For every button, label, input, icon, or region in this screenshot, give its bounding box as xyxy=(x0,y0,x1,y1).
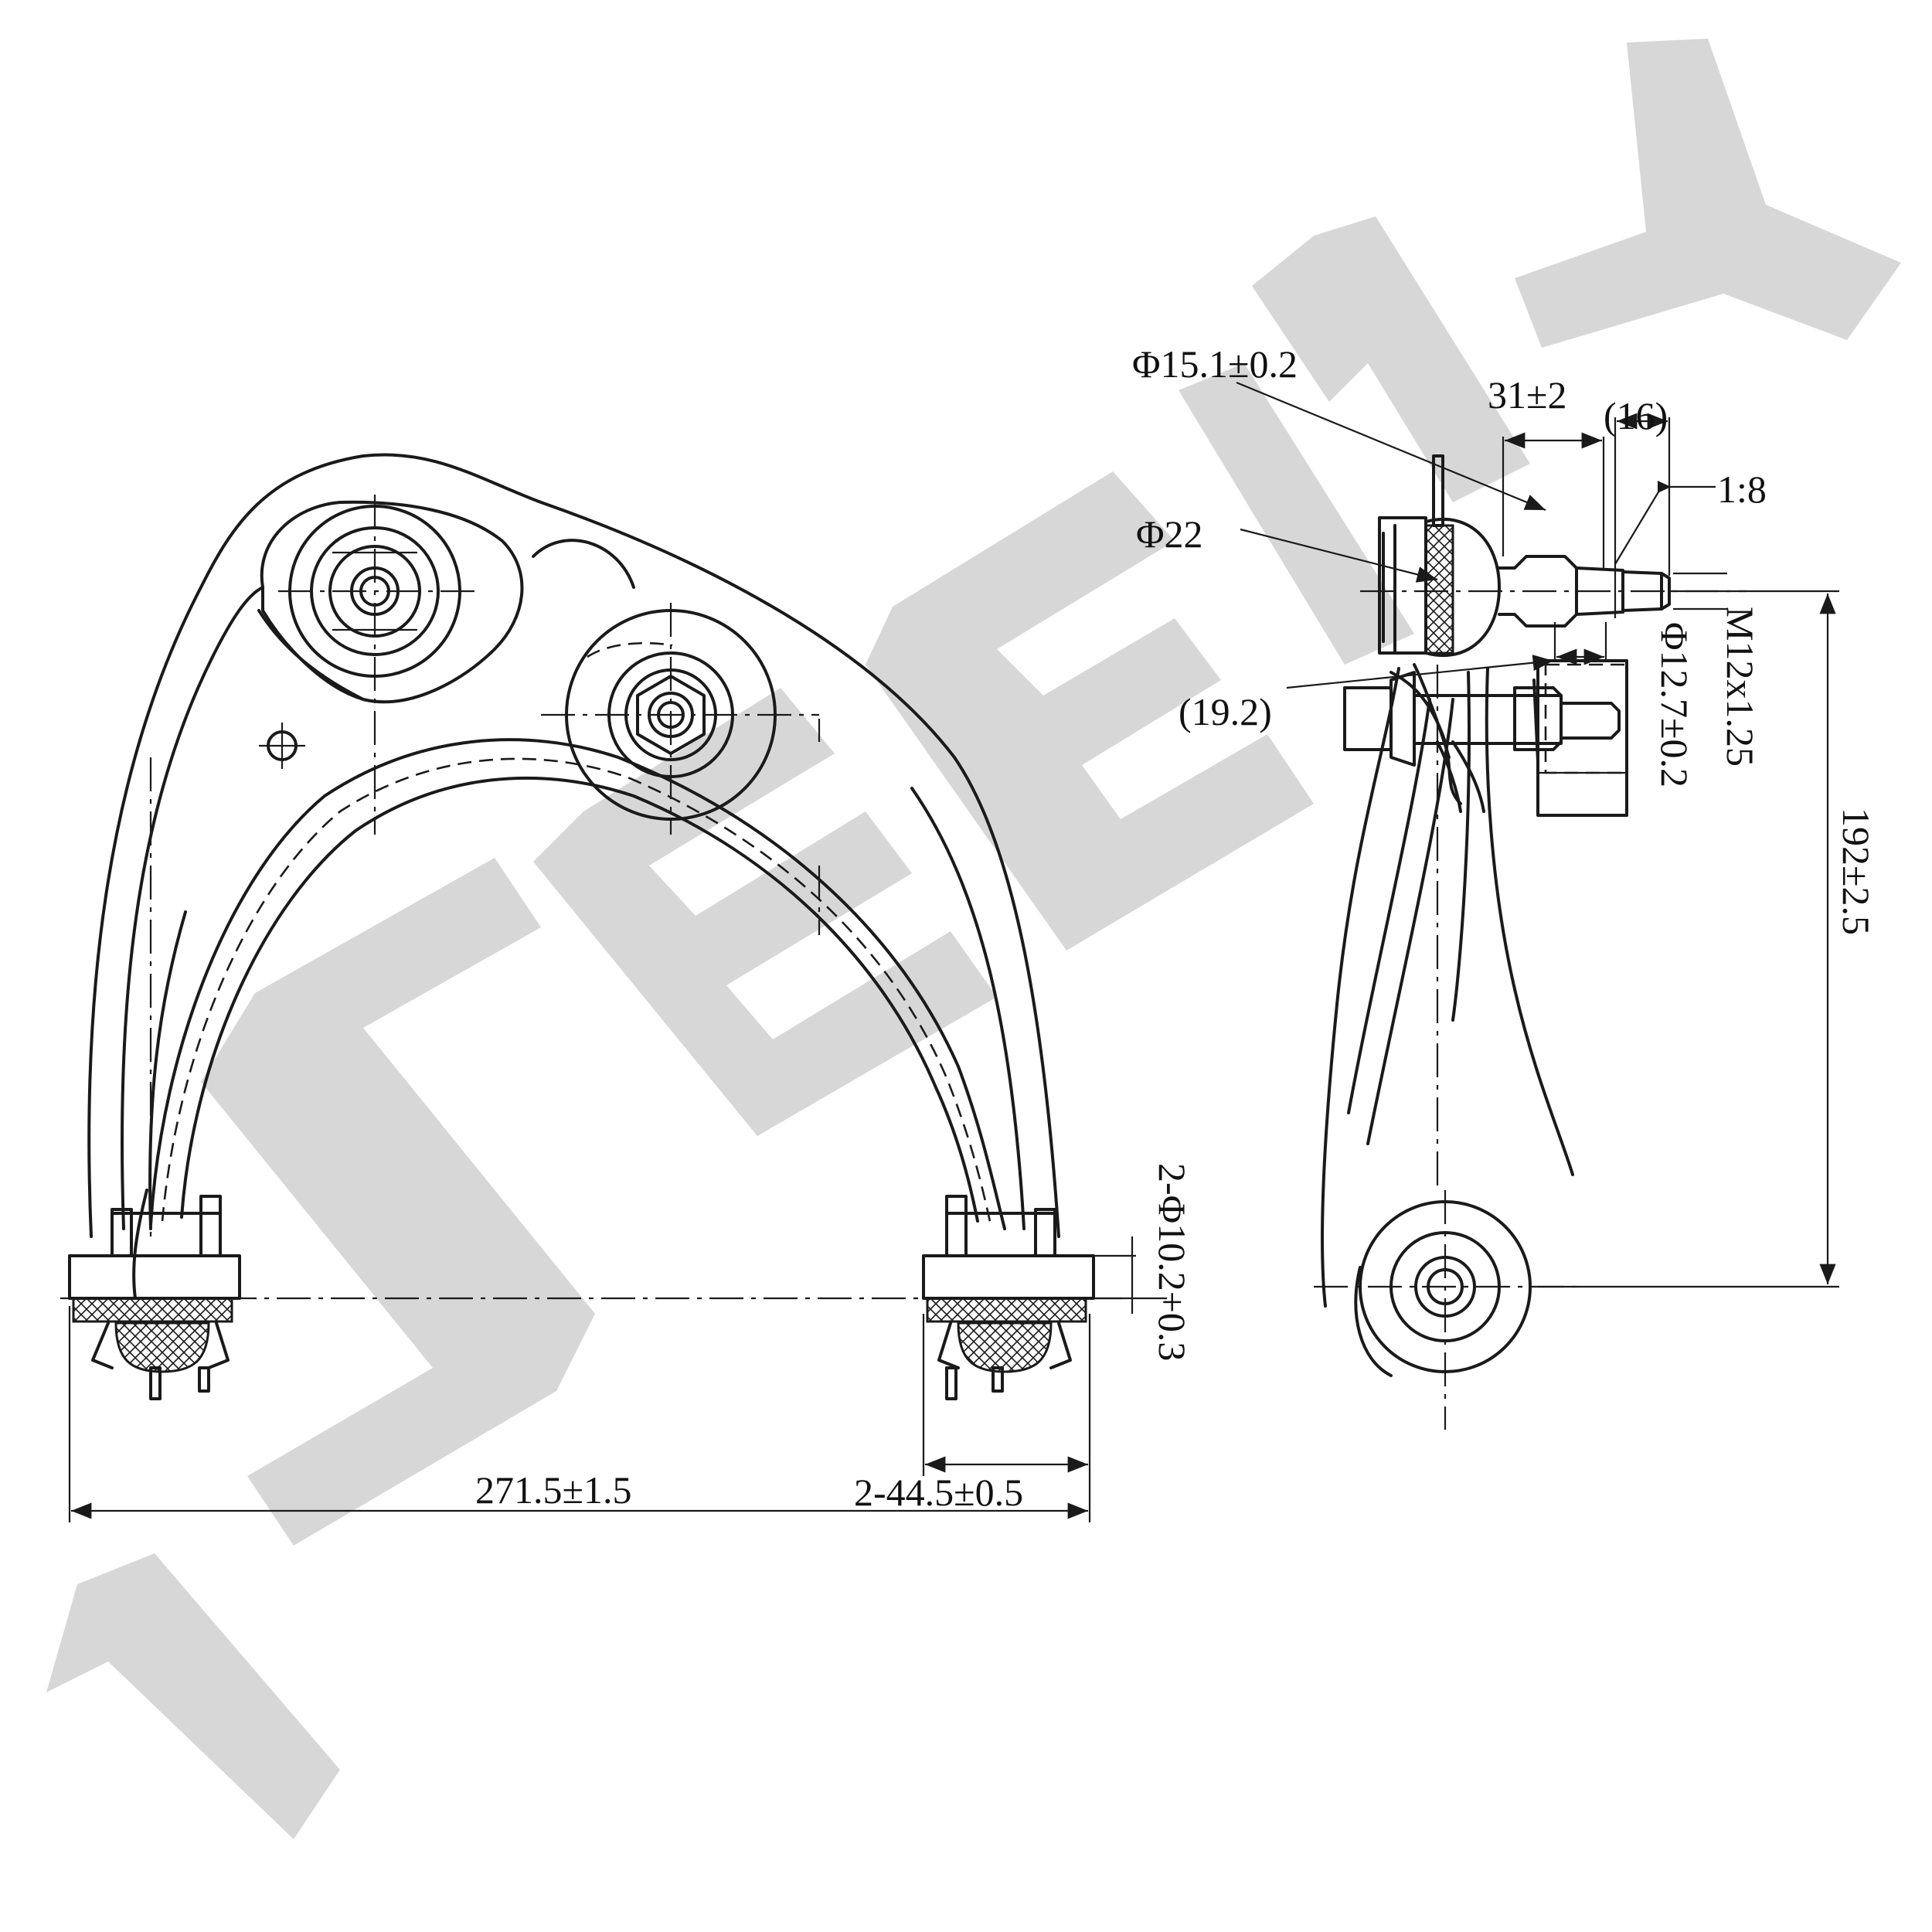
label-ball-to-bushing: 192±2.5 xyxy=(1835,808,1878,935)
label-ball-stud-taper-dia: Φ15.1±0.2 xyxy=(1132,342,1298,386)
arm-top-view xyxy=(87,453,1060,1238)
left-bushing xyxy=(68,1189,241,1400)
label-bushing-span: 271.5±1.5 xyxy=(475,1468,631,1512)
watermark-logo xyxy=(46,39,1901,1839)
label-ball-dia: Φ22 xyxy=(1136,512,1203,556)
label-stud-length: 31±2 xyxy=(1488,373,1566,417)
label-thread-spec: M12x1.25 xyxy=(1719,607,1762,767)
arm-side-view xyxy=(1314,454,1747,1430)
label-thread-length: (16) xyxy=(1604,394,1668,437)
label-stud-base: (19.2) xyxy=(1179,690,1272,733)
label-taper-ratio: 1:8 xyxy=(1717,468,1767,511)
label-bushing-bore: 2-Φ10.2+0.3 xyxy=(1151,1163,1194,1361)
left-dimension-lines xyxy=(68,1236,1167,1522)
right-dimension-lines xyxy=(1236,381,1839,1288)
right-bushing xyxy=(922,1195,1095,1400)
label-bushing-width: 2-44.5±0.5 xyxy=(854,1471,1023,1514)
label-stud-dia: Φ12.7±0.2 xyxy=(1653,622,1696,787)
